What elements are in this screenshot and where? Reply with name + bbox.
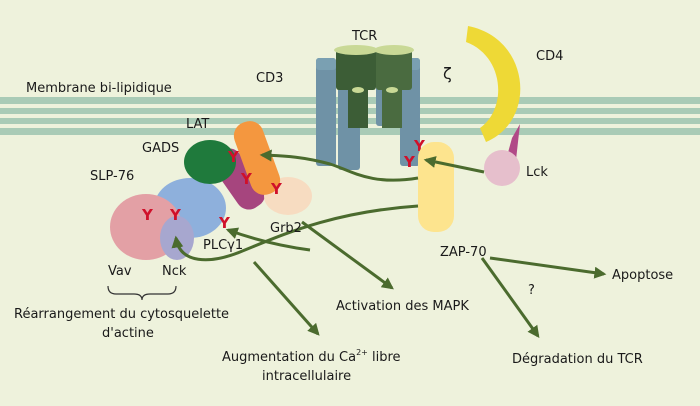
tcr-degradation-outcome: Dégradation du TCR [512,352,643,367]
lat-label: LAT [186,117,209,132]
lck-label: Lck [526,165,548,180]
unknown-pathway-mark: ? [528,283,535,298]
cd3-label: CD3 [256,71,283,86]
tcr-label: TCR [351,29,377,44]
actin-outcome-line1: Réarrangement du cytosquelette [14,307,229,322]
nck-label: Nck [162,264,187,279]
plcg1-label: PLCγ1 [203,238,243,253]
grouping-brace [107,285,177,301]
vav-tyrosine: Y [141,206,154,224]
arrow-to-plcg1 [225,227,311,252]
cd4-coreceptor [466,26,521,142]
arrow-lck-to-zeta [423,156,485,174]
gads-adaptor [184,140,236,184]
zap70-kinase [418,142,454,232]
calcium-outcome-sup: 2+ [356,348,368,357]
calcium-outcome-pre: Augmentation du Ca [222,350,356,365]
calcium-outcome-line1: Augmentation du Ca2+ libre [222,348,401,365]
lat-tyrosine-1: Y [227,148,240,166]
slp76-tyrosine: Y [169,206,182,224]
membrane-label: Membrane bi-lipidique [26,81,172,96]
actin-outcome-line2: d'actine [102,326,154,341]
zeta-tyrosine-2: Y [403,153,416,171]
arrow-to-apoptose [489,256,607,279]
arrow-to-tcr-degradation [480,257,540,338]
apoptose-outcome: Apoptose [612,268,673,283]
arrow-zap70-to-lat [259,149,419,182]
vav-label: Vav [108,264,132,279]
zeta-label: ζ [443,64,452,83]
lat-complex [110,121,312,260]
lat-tyrosine-2: Y [240,170,253,188]
arrow-grb2-to-mapk [301,220,394,290]
tcr-receptor [334,45,414,128]
arrow-zap70-to-slp76 [171,204,419,262]
cd4-label: CD4 [536,49,563,64]
plcg1-tyrosine: Y [218,214,231,232]
calcium-outcome-line2: intracellulaire [262,369,351,384]
signal-arrows [171,149,607,338]
gads-label: GADS [142,141,179,156]
lck-anchor [506,124,520,160]
mapk-outcome: Activation des MAPK [336,299,469,314]
lck-kinase [484,150,520,186]
lat-adaptor [233,121,281,195]
grb2-label: Grb2 [270,221,302,236]
zap70-label: ZAP-70 [440,245,487,260]
calcium-outcome-post: libre [368,350,401,365]
arrow-plcg1-to-calcium [252,261,320,336]
lat-tyrosine-3: Y [270,180,283,198]
slp76-label: SLP-76 [90,169,134,184]
